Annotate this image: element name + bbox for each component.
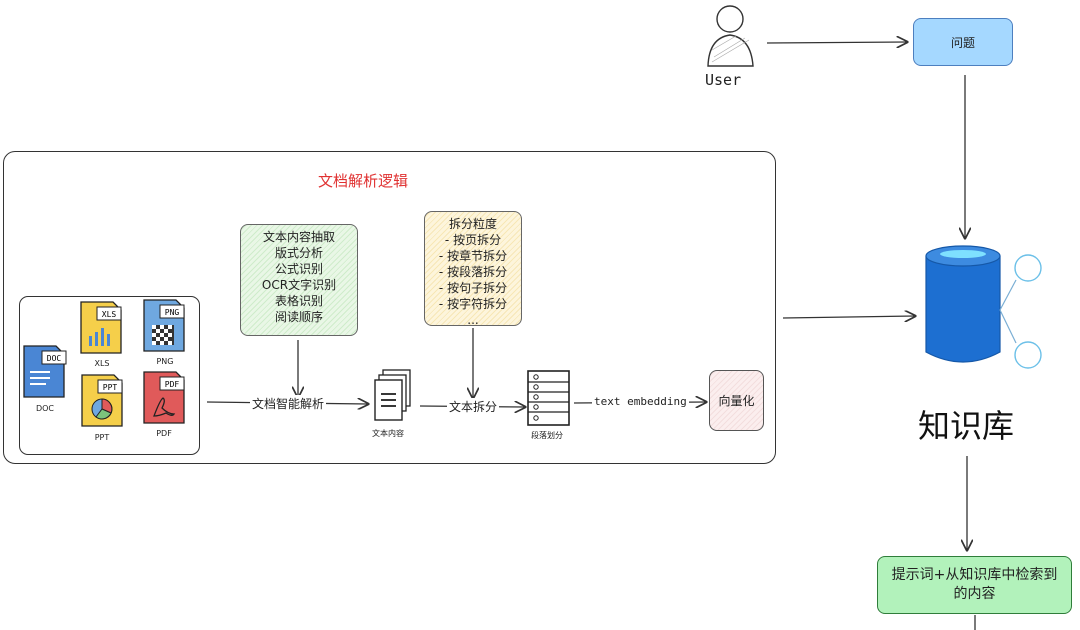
text-content-icon xyxy=(374,369,411,421)
user-label: User xyxy=(705,71,742,89)
xls-caption: XLS xyxy=(94,359,110,368)
ppt-tag: PPT xyxy=(103,383,118,392)
text-content-caption: 文本内容 xyxy=(372,429,404,438)
vectorize-label: 向量化 xyxy=(718,394,755,408)
paragraph-split-icon xyxy=(527,370,570,426)
split-label: 文本拆分 xyxy=(447,398,500,415)
pdf-file-icon: PDF xyxy=(143,371,185,424)
prompt-line-1: 提示词+从知识库中检索到 xyxy=(891,567,1058,583)
doc-file-icon: DOC xyxy=(23,345,67,398)
ppt-file-icon: PPT xyxy=(81,374,123,427)
parse-line: 表格识别 xyxy=(274,294,323,308)
split-line: ... xyxy=(467,313,479,327)
split-line: - 按章节拆分 xyxy=(438,249,508,263)
user-icon xyxy=(707,5,754,67)
parse-line: 公式识别 xyxy=(274,262,323,276)
prompt-line-2: 的内容 xyxy=(953,586,996,602)
vectorize-box: 向量化 xyxy=(709,370,764,431)
file-types-box xyxy=(19,296,200,455)
ppt-caption: PPT xyxy=(94,433,110,442)
split-line: - 按页拆分 xyxy=(444,233,502,247)
embedding-label: text embedding xyxy=(592,395,689,408)
split-line: - 按句子拆分 xyxy=(438,281,508,295)
xls-file-icon: XLS xyxy=(80,301,122,354)
png-file-icon: PNG xyxy=(143,299,185,352)
pdf-caption: PDF xyxy=(156,429,172,438)
split-line: 拆分粒度 xyxy=(448,217,497,231)
xls-tag: XLS xyxy=(102,310,117,319)
document-parsing-frame xyxy=(3,151,776,464)
png-caption: PNG xyxy=(156,357,174,366)
split-granularity-note: 拆分粒度 - 按页拆分 - 按章节拆分 - 按段落拆分 - 按句子拆分 - 按字… xyxy=(424,211,522,327)
knowledge-base-title: 知识库 xyxy=(918,407,1015,445)
arrow-frame-to-kb xyxy=(782,316,915,318)
parse-capabilities-note: 文本内容抽取 版式分析 公式识别 OCR文字识别 表格识别 阅读顺序 xyxy=(240,224,358,336)
frame-title: 文档解析逻辑 xyxy=(318,172,409,190)
parse-line: 版式分析 xyxy=(274,246,323,260)
prompt-box: 提示词+从知识库中检索到 的内容 xyxy=(877,556,1072,614)
png-tag: PNG xyxy=(165,308,180,317)
parse-line: 文本内容抽取 xyxy=(262,230,335,244)
paragraph-caption: 段落划分 xyxy=(531,431,563,440)
arrow-user-to-question xyxy=(766,42,907,43)
doc-tag: DOC xyxy=(47,354,62,363)
split-line: - 按字符拆分 xyxy=(438,297,508,311)
question-box: 问题 xyxy=(913,18,1013,66)
database-icon xyxy=(925,245,1042,369)
parse-label: 文档智能解析 xyxy=(250,395,327,412)
doc-caption: DOC xyxy=(35,404,55,413)
parse-line: 阅读顺序 xyxy=(274,310,323,324)
pdf-tag: PDF xyxy=(165,380,180,389)
parse-line: OCR文字识别 xyxy=(261,278,337,292)
question-label: 问题 xyxy=(950,35,975,50)
split-line: - 按段落拆分 xyxy=(438,265,508,279)
